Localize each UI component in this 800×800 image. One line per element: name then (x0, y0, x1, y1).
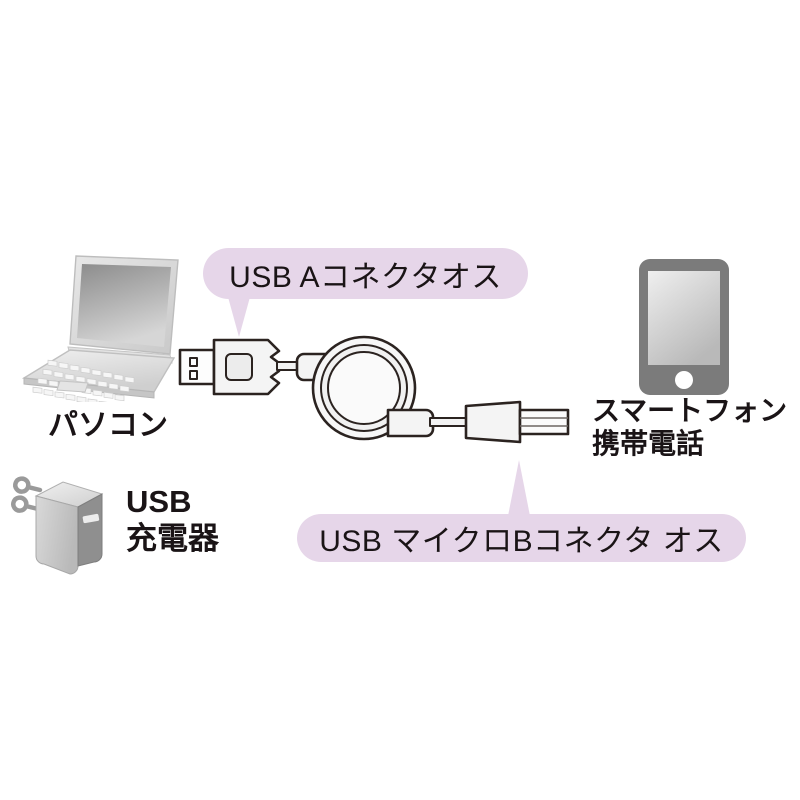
charger-label: USB 充電器 (126, 484, 219, 556)
laptop-label: パソコン (48, 409, 168, 442)
callout-pointer-usb-a (228, 297, 250, 337)
retractable-usb-cable-icon (176, 332, 596, 467)
callout-micro-b-text: USB マイクロBコネクタ オス (319, 525, 724, 558)
callout-usb-a-text: USB Aコネクタオス (229, 260, 502, 294)
laptop-icon (14, 252, 194, 411)
usb-wall-charger-icon (6, 474, 121, 584)
smartphone-label: スマートフォン 携帯電話 (592, 395, 788, 460)
callout-usb-a: USB Aコネクタオス (203, 248, 528, 299)
callout-micro-b: USB マイクロBコネクタ オス (297, 514, 746, 562)
callout-pointer-micro-b (508, 460, 530, 516)
smartphone-icon (636, 256, 732, 403)
